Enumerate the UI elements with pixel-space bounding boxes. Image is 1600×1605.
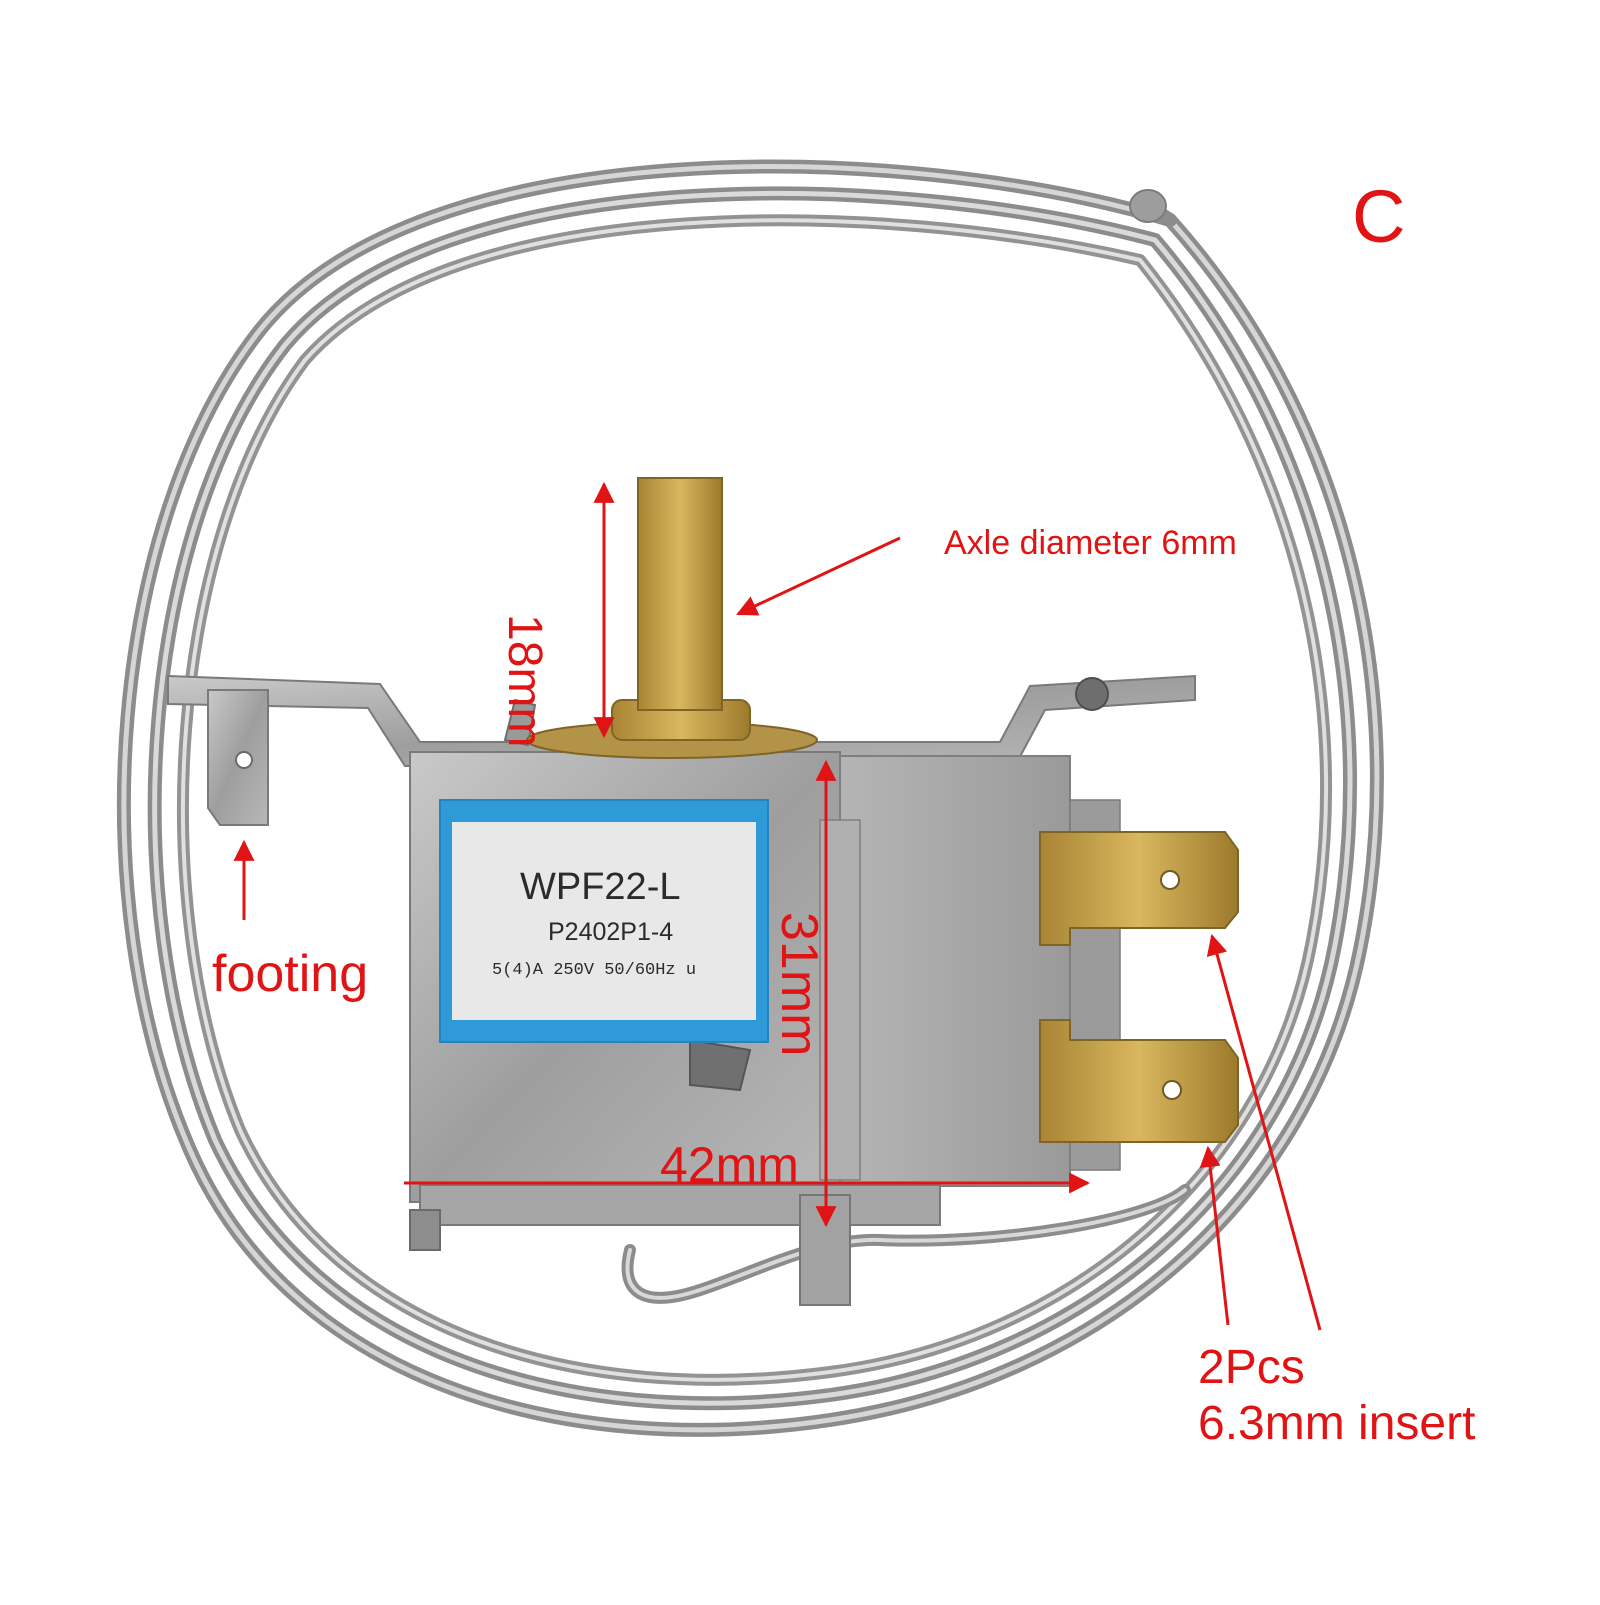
- insert-size-label: 6.3mm insert: [1198, 1397, 1476, 1450]
- shaft-length-label: 18mm: [498, 614, 551, 748]
- mounting-bracket: [167, 674, 1196, 826]
- terminal-lower-hole: [1162, 1080, 1182, 1100]
- terminal-upper-hole: [1160, 870, 1180, 890]
- insert-count-label: 2Pcs: [1198, 1341, 1305, 1394]
- dimension-lines: [233, 481, 1322, 1331]
- terminal-lower: [1039, 1019, 1239, 1143]
- insert-arrow-upper: [1206, 933, 1322, 1331]
- height-label: 31mm: [770, 912, 828, 1057]
- axle-arrow: [736, 536, 901, 616]
- product-label: [439, 799, 769, 1043]
- label-model: WPF22-L: [520, 866, 681, 908]
- label-rating: 5(4)A 250V 50/60Hz u: [492, 961, 697, 980]
- axle-label: Axle diameter 6mm: [944, 524, 1237, 562]
- spade-terminals: [1039, 831, 1239, 1143]
- footing-hole: [235, 751, 253, 769]
- footing-label: footing: [212, 945, 369, 1003]
- spring-lever: [503, 698, 537, 747]
- label-part-number: P2402P1-4: [548, 918, 674, 946]
- terminal-upper: [1039, 831, 1239, 946]
- control-shaft: [526, 477, 818, 759]
- variant-letter: C: [1352, 175, 1406, 258]
- insert-arrow-lower: [1199, 1145, 1230, 1326]
- capillary-tube: [116, 159, 1384, 1437]
- width-label: 42mm: [660, 1137, 799, 1193]
- rivet: [1075, 677, 1109, 711]
- sensor-bulb: [1129, 189, 1167, 223]
